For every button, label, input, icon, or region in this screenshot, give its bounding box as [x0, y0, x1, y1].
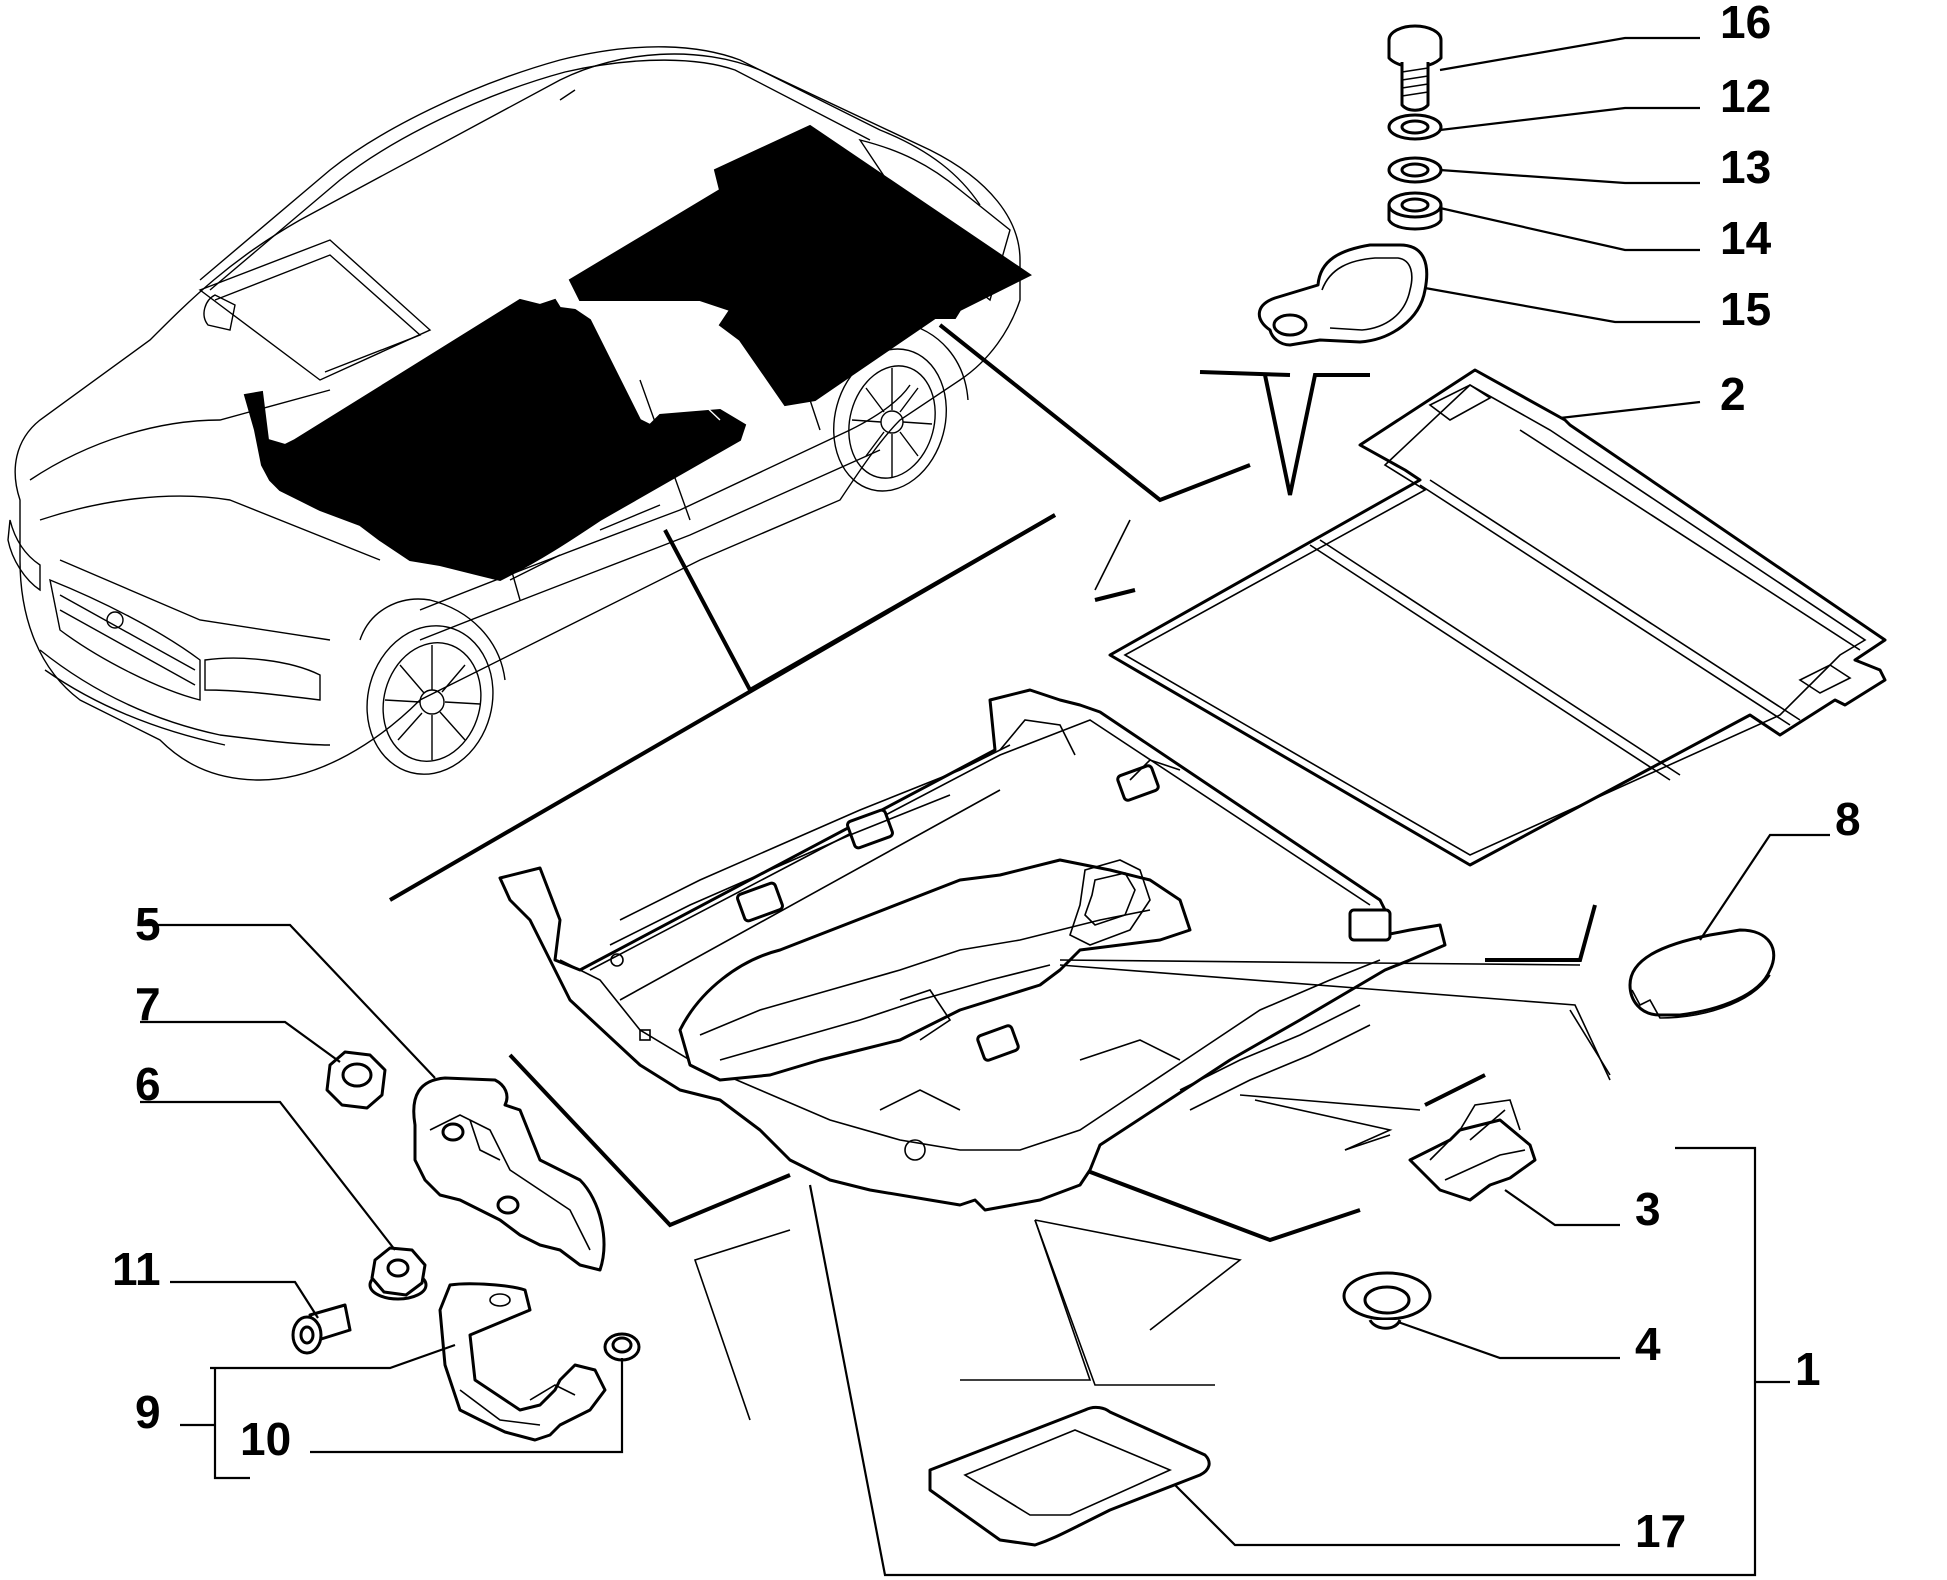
plate-15	[1257, 243, 1429, 347]
floor-carpet-assembly	[498, 688, 1447, 1212]
rivet-11	[291, 1303, 352, 1355]
bracket-9	[438, 1282, 607, 1442]
front-carpet-highlight	[243, 298, 747, 582]
callout-5: 5	[135, 898, 161, 950]
callout-labels: 16 12 13 14 15 2 8 5 7 6 11 9 10 3 4 1 1…	[112, 0, 1861, 1557]
nut-7	[325, 1050, 387, 1110]
callout-15: 15	[1720, 283, 1771, 335]
clip-4	[1342, 1271, 1432, 1330]
callout-12: 12	[1720, 70, 1771, 122]
car-illustration	[7, 46, 1032, 781]
bolt-16	[1387, 24, 1443, 112]
mat-17	[928, 1405, 1211, 1547]
clip-3	[1408, 1099, 1537, 1202]
callout-11: 11	[112, 1243, 161, 1295]
washer-12	[1387, 113, 1443, 141]
callout-16: 16	[1720, 0, 1771, 48]
callout-9: 9	[135, 1386, 161, 1438]
spacer-14	[1387, 191, 1443, 231]
rear-carpet-highlight	[568, 124, 1032, 407]
bracket-5	[412, 1076, 606, 1272]
callout-14: 14	[1720, 212, 1772, 264]
callout-6: 6	[135, 1058, 161, 1110]
leader-lines	[140, 36, 1830, 1577]
guide-lines	[388, 323, 1611, 1421]
callout-10: 10	[240, 1413, 291, 1465]
callout-17: 17	[1635, 1505, 1686, 1557]
hardware-stack	[1257, 24, 1443, 347]
washer-13	[1387, 156, 1443, 184]
callout-4: 4	[1635, 1318, 1661, 1370]
callout-13: 13	[1720, 141, 1771, 193]
callout-7: 7	[135, 978, 161, 1030]
flange-nut-6	[368, 1246, 428, 1301]
plug-8	[1628, 928, 1776, 1019]
callout-2: 2	[1720, 368, 1746, 420]
callout-3: 3	[1635, 1183, 1661, 1235]
nut-10	[603, 1332, 641, 1362]
callout-1: 1	[1795, 1343, 1821, 1395]
callout-8: 8	[1835, 793, 1861, 845]
rear-carpet	[1108, 368, 1887, 867]
